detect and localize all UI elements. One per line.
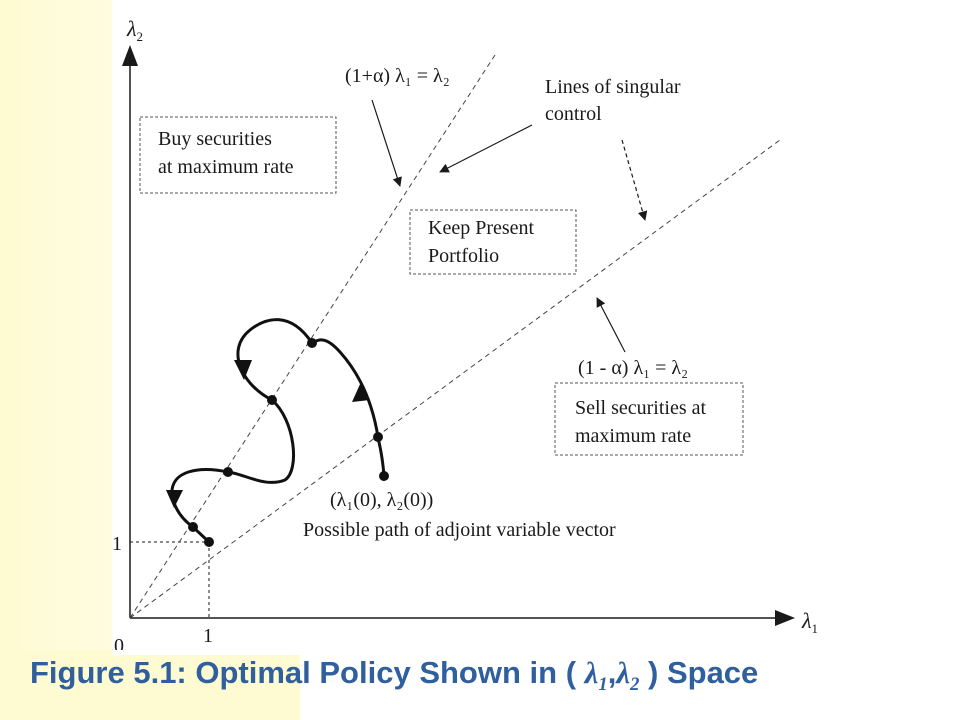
keep-label-line2: Portfolio [428, 245, 499, 267]
buy-label-line2: at maximum rate [158, 156, 294, 178]
path-arrow-up [352, 382, 370, 402]
path-point-start [379, 471, 389, 481]
y-tick-label: 1 [112, 533, 122, 555]
path-caption: Possible path of adjoint variable vector [303, 519, 616, 541]
caption-lambda1: λ1 [584, 655, 608, 696]
sell-label-line2: maximum rate [575, 425, 691, 447]
sell-label-line1: Sell securities at [575, 397, 707, 419]
keep-label-line1: Keep Present [428, 217, 535, 239]
path-point [267, 395, 277, 405]
keep-region-box [409, 209, 577, 275]
upper-equation-arrow [371, 99, 402, 187]
path-point [307, 338, 317, 348]
policy-diagram: λ2 λ1 0 1 1 (1+α) λ₁ = λ₂ Lines of singu… [112, 16, 818, 650]
singular-control-arrow-lower [621, 139, 648, 221]
x-tick-label: 1 [203, 625, 213, 647]
lower-line-equation: (1 - α) λ₁ = λ₂ [578, 357, 688, 379]
caption-prefix: Figure 5.1: Optimal Policy Shown in ( [30, 655, 577, 690]
y-axis-arrow [122, 45, 138, 66]
start-point-label: (λ₁(0), λ₂(0)) [330, 489, 433, 511]
path-point [373, 432, 383, 442]
caption-suffix: ) Space [648, 655, 759, 690]
lower-singular-line [129, 139, 781, 619]
singular-control-arrow-upper [439, 124, 533, 173]
upper-line-equation: (1+α) λ₁ = λ₂ [345, 65, 450, 87]
x-axis-label: λ1 [801, 608, 818, 636]
path-arrow-down-left [234, 360, 252, 380]
figure-caption: Figure 5.1: Optimal Policy Shown in ( λ1… [30, 655, 930, 705]
buy-region-box [139, 116, 337, 194]
y-axis-label: λ2 [126, 16, 143, 44]
caption-comma: , [607, 655, 617, 690]
decorative-bottom-panel [0, 650, 300, 720]
x-axis-arrow [775, 610, 795, 626]
path-point [223, 467, 233, 477]
caption-lambda2: λ2 [616, 655, 640, 696]
singular-control-label-line2: control [545, 103, 602, 125]
lower-equation-arrow [596, 297, 626, 353]
singular-control-label-line1: Lines of singular [545, 76, 681, 98]
path-point [188, 522, 198, 532]
buy-label-line1: Buy securities [158, 128, 272, 150]
origin-label: 0 [114, 635, 124, 650]
path-arrow-down-bottom [166, 490, 183, 508]
path-point-end [204, 537, 214, 547]
